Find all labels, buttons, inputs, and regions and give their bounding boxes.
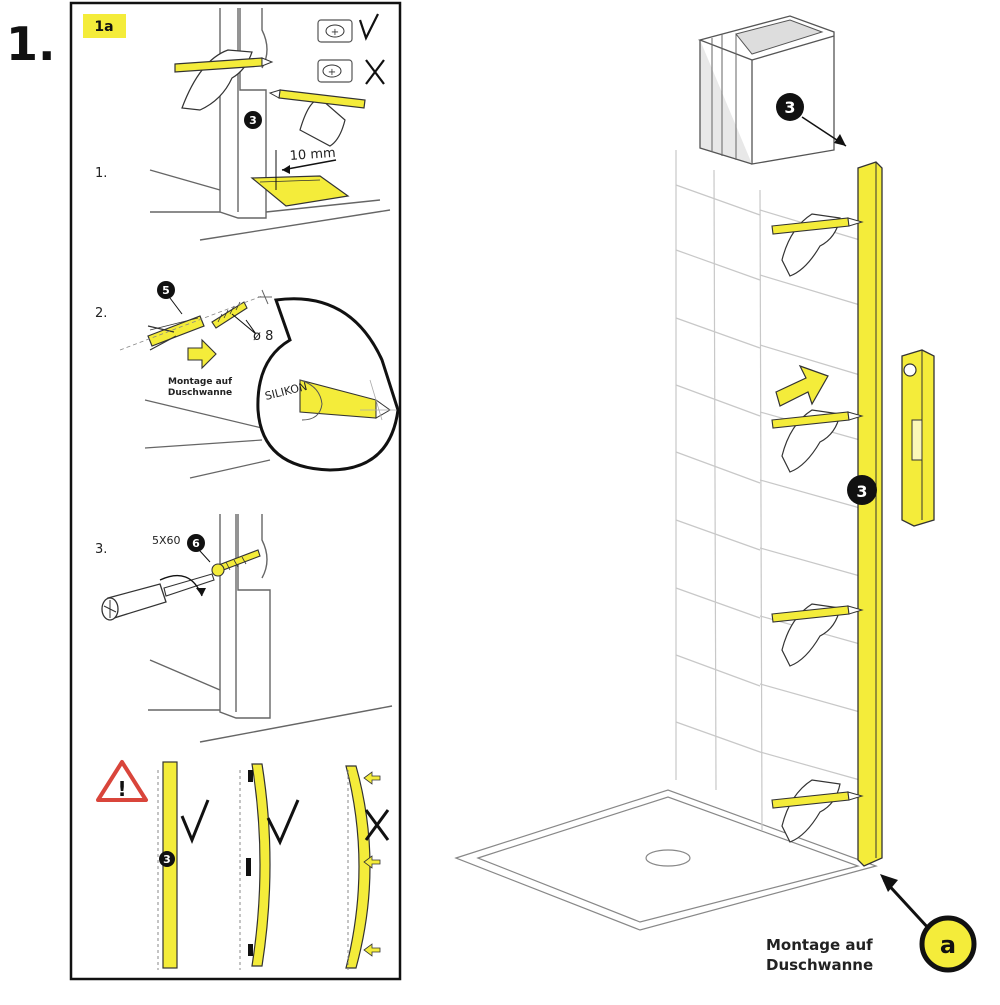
panel-tag: 1a	[83, 14, 126, 38]
check-icon	[358, 13, 379, 41]
mount-text-small-line1: Montage auf	[168, 377, 232, 387]
svg-text:+: +	[328, 67, 336, 78]
screw-icon	[211, 549, 261, 577]
callout-screw-label: 6	[192, 537, 200, 550]
marking-hand-3	[771, 603, 864, 667]
callout-profile-label: 3	[249, 114, 257, 127]
mount-text-large-line2: Duschwanne	[766, 956, 873, 974]
substep-3-label: 3.	[95, 542, 107, 557]
measure-label: 10 mm	[289, 146, 336, 164]
diameter-label: ø 8	[253, 329, 273, 344]
warning-icon: !	[96, 760, 148, 802]
callout-profile: 3	[244, 111, 262, 129]
callout-corner: a	[880, 874, 977, 973]
measure-indicator: 10 mm	[275, 146, 336, 190]
substep-1-label: 1.	[95, 166, 107, 181]
profile-section	[697, 15, 835, 165]
alignment-warning-row: ! 3	[96, 760, 390, 970]
callout-corner-label: a	[940, 931, 956, 959]
panel-tag-label: 1a	[94, 19, 113, 35]
profile-shimmed-correct	[239, 763, 300, 970]
wall-plug-icon	[147, 315, 205, 351]
pencil-position-correct: +	[317, 13, 379, 43]
callout-dowel-label: 5	[162, 284, 170, 297]
screwdriver-icon	[101, 573, 215, 621]
svg-text:+: +	[331, 27, 339, 38]
screw-icon	[211, 301, 248, 329]
callout-screw: 6	[187, 534, 211, 563]
pencil-position-wrong: +	[317, 59, 385, 85]
diameter-indicator: ø 8	[231, 313, 273, 344]
silicone-detail-bubble: SILIKON	[256, 297, 400, 472]
callout-profile-top-label: 3	[784, 98, 795, 117]
substep-2-label: 2.	[95, 306, 107, 321]
marking-hand-1	[771, 213, 864, 277]
svg-text:!: !	[117, 777, 126, 801]
profile-straight-correct: 3	[157, 761, 210, 970]
arrow-icon	[775, 364, 829, 407]
marking-hand-4	[771, 779, 864, 843]
main-scene: 3 3	[454, 15, 977, 974]
wall-profile: 3	[847, 161, 883, 867]
pencil-icon	[174, 57, 274, 73]
marking-hand-2	[771, 409, 864, 473]
cross-icon	[365, 59, 385, 85]
detail-panel-frame	[69, 1, 402, 981]
mount-text-large-line1: Montage auf	[766, 936, 873, 954]
spirit-level-icon	[901, 349, 935, 527]
pencil-icon	[268, 89, 366, 109]
arrow-icon	[187, 338, 217, 370]
step-number: 1.	[6, 17, 55, 71]
callout-profile-top: 3	[776, 93, 847, 147]
shower-tray	[454, 789, 878, 931]
screw-size-label: 5X60	[152, 534, 181, 547]
substep-2: 2. 5 ø 8 Montage auf Duschwanne	[95, 281, 400, 479]
callout-dowel: 5	[157, 281, 183, 315]
callout-profile-label-small: 3	[163, 853, 171, 866]
check-icon	[180, 799, 210, 844]
callout-profile-mid-label: 3	[856, 482, 867, 501]
tiled-wall	[675, 150, 861, 831]
profile-bowed-wrong	[345, 765, 390, 970]
substep-3: 3. 5X60 6	[95, 514, 393, 743]
mount-text-small-line2: Duschwanne	[168, 388, 232, 398]
substep-1: 1. 10 mm	[95, 8, 391, 241]
check-icon	[266, 799, 300, 846]
cross-icon	[364, 809, 390, 841]
